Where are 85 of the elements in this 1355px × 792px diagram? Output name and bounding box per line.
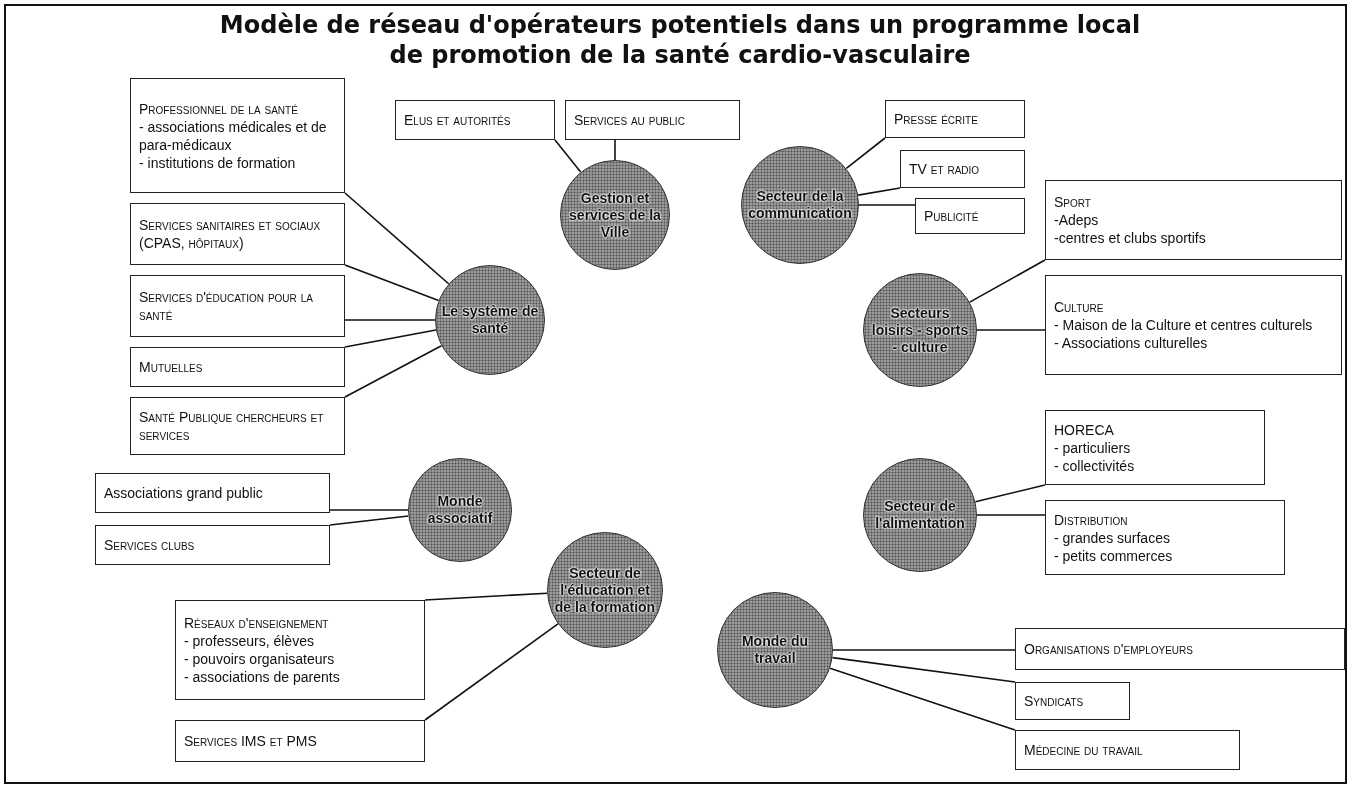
connector-line	[857, 187, 901, 196]
connector-line	[344, 329, 437, 348]
box-heading: Services au public	[574, 111, 686, 129]
circle-label: Secteurs loisirs - sports - culture	[870, 304, 970, 356]
box-heading: Elus et autorités	[404, 111, 512, 129]
diagram-title: Modèle de réseau d'opérateurs potentiels dans un programme local de promotion de la santé cardio-vasculaire	[218, 10, 1142, 70]
box-heading: Services IMS et PMS	[184, 732, 318, 750]
text-box	[95, 473, 330, 513]
box-heading: Syndicats	[1024, 692, 1085, 710]
text-box	[130, 397, 345, 455]
text-box	[130, 275, 345, 337]
text-box	[175, 720, 425, 762]
text-box	[885, 100, 1025, 138]
text-box	[900, 150, 1025, 188]
text-box	[1045, 410, 1265, 485]
connector-line	[344, 264, 440, 302]
box-heading: TV et radio	[909, 160, 981, 178]
text-box	[95, 525, 330, 565]
box-text: - Maison de la Culture et centres culturels	[1054, 316, 1314, 334]
box-text: - institutions de formation	[139, 153, 297, 172]
text-box	[915, 198, 1025, 234]
text-box	[130, 78, 345, 193]
box-text: -Adeps	[1054, 211, 1100, 229]
connector-line	[976, 514, 1046, 516]
box-heading: Professionnel de la santé	[139, 99, 299, 118]
text-box	[565, 100, 740, 140]
box-heading: Réseaux d'enseignement	[184, 614, 330, 632]
text-box	[175, 600, 425, 700]
box-text: -centres et clubs sportifs	[1054, 229, 1207, 247]
circle-label: Secteur de la communication	[747, 188, 853, 222]
connector-line	[858, 204, 916, 206]
box-text: - collectivités	[1054, 456, 1136, 475]
box-heading: Presse écrite	[894, 110, 979, 128]
connector-line	[829, 667, 1016, 731]
text-box	[130, 203, 345, 265]
text-box	[1015, 730, 1240, 770]
box-heading: Sport	[1054, 193, 1092, 211]
text-box	[130, 347, 345, 387]
connector-line	[968, 259, 1046, 303]
circle-label: Secteur de l'alimentation	[874, 498, 966, 532]
box-heading: HORECA	[1054, 420, 1115, 439]
circle-label: Gestion et services de la Ville	[568, 189, 662, 241]
connector-line	[329, 509, 409, 511]
box-heading: Médecine du travail	[1024, 741, 1144, 759]
text-box	[1045, 275, 1342, 375]
box-heading: Services sanitaires et sociaux (CPAS, hôpitaux)	[139, 216, 322, 252]
connector-line	[831, 656, 1016, 683]
box-heading: Organisations d'employeurs	[1024, 640, 1194, 658]
connector-line	[554, 139, 582, 173]
connector-line	[424, 623, 559, 721]
connector-line	[344, 192, 450, 285]
connector-line	[832, 649, 1016, 651]
box-text: - petits commerces	[1054, 546, 1174, 565]
box-heading: Services d'éducation pour la santé	[139, 288, 314, 324]
box-heading: Distribution	[1054, 510, 1129, 529]
box-heading: Culture	[1054, 298, 1105, 316]
text-box	[1045, 500, 1285, 575]
connector-line	[974, 484, 1046, 503]
circle-label: Monde du travail	[740, 633, 810, 667]
connector-line	[344, 345, 443, 398]
connector-line	[614, 139, 616, 161]
circle-label: Le système de santé	[440, 303, 540, 337]
box-text: - professeurs, élèves	[184, 632, 315, 650]
connector-line	[845, 137, 886, 170]
connector-line	[976, 329, 1046, 331]
box-text: - pouvoirs organisateurs	[184, 650, 336, 668]
connector-line	[329, 515, 410, 526]
circle-label: Monde associatif	[426, 493, 494, 527]
text-box	[1045, 180, 1342, 260]
box-heading: Santé Publique chercheurs et services	[139, 408, 325, 444]
box-text: - grandes surfaces	[1054, 528, 1171, 547]
box-heading: Services clubs	[104, 536, 196, 554]
connector-line	[344, 319, 436, 321]
box-heading: Publicité	[924, 207, 980, 225]
connector-line	[424, 592, 548, 601]
box-text: - associations médicales et de para-médicaux	[139, 117, 328, 154]
box-text: - particuliers	[1054, 438, 1132, 457]
box-text: - associations de parents	[184, 668, 341, 686]
box-heading: Mutuelles	[139, 358, 204, 376]
text-box	[395, 100, 555, 140]
text-box	[1015, 628, 1345, 670]
text-box	[1015, 682, 1130, 720]
circle-label: Secteur de l'éducation et de la formation	[553, 564, 657, 616]
box-text: - Associations culturelles	[1054, 334, 1209, 352]
box-heading: Associations grand public	[104, 484, 264, 502]
